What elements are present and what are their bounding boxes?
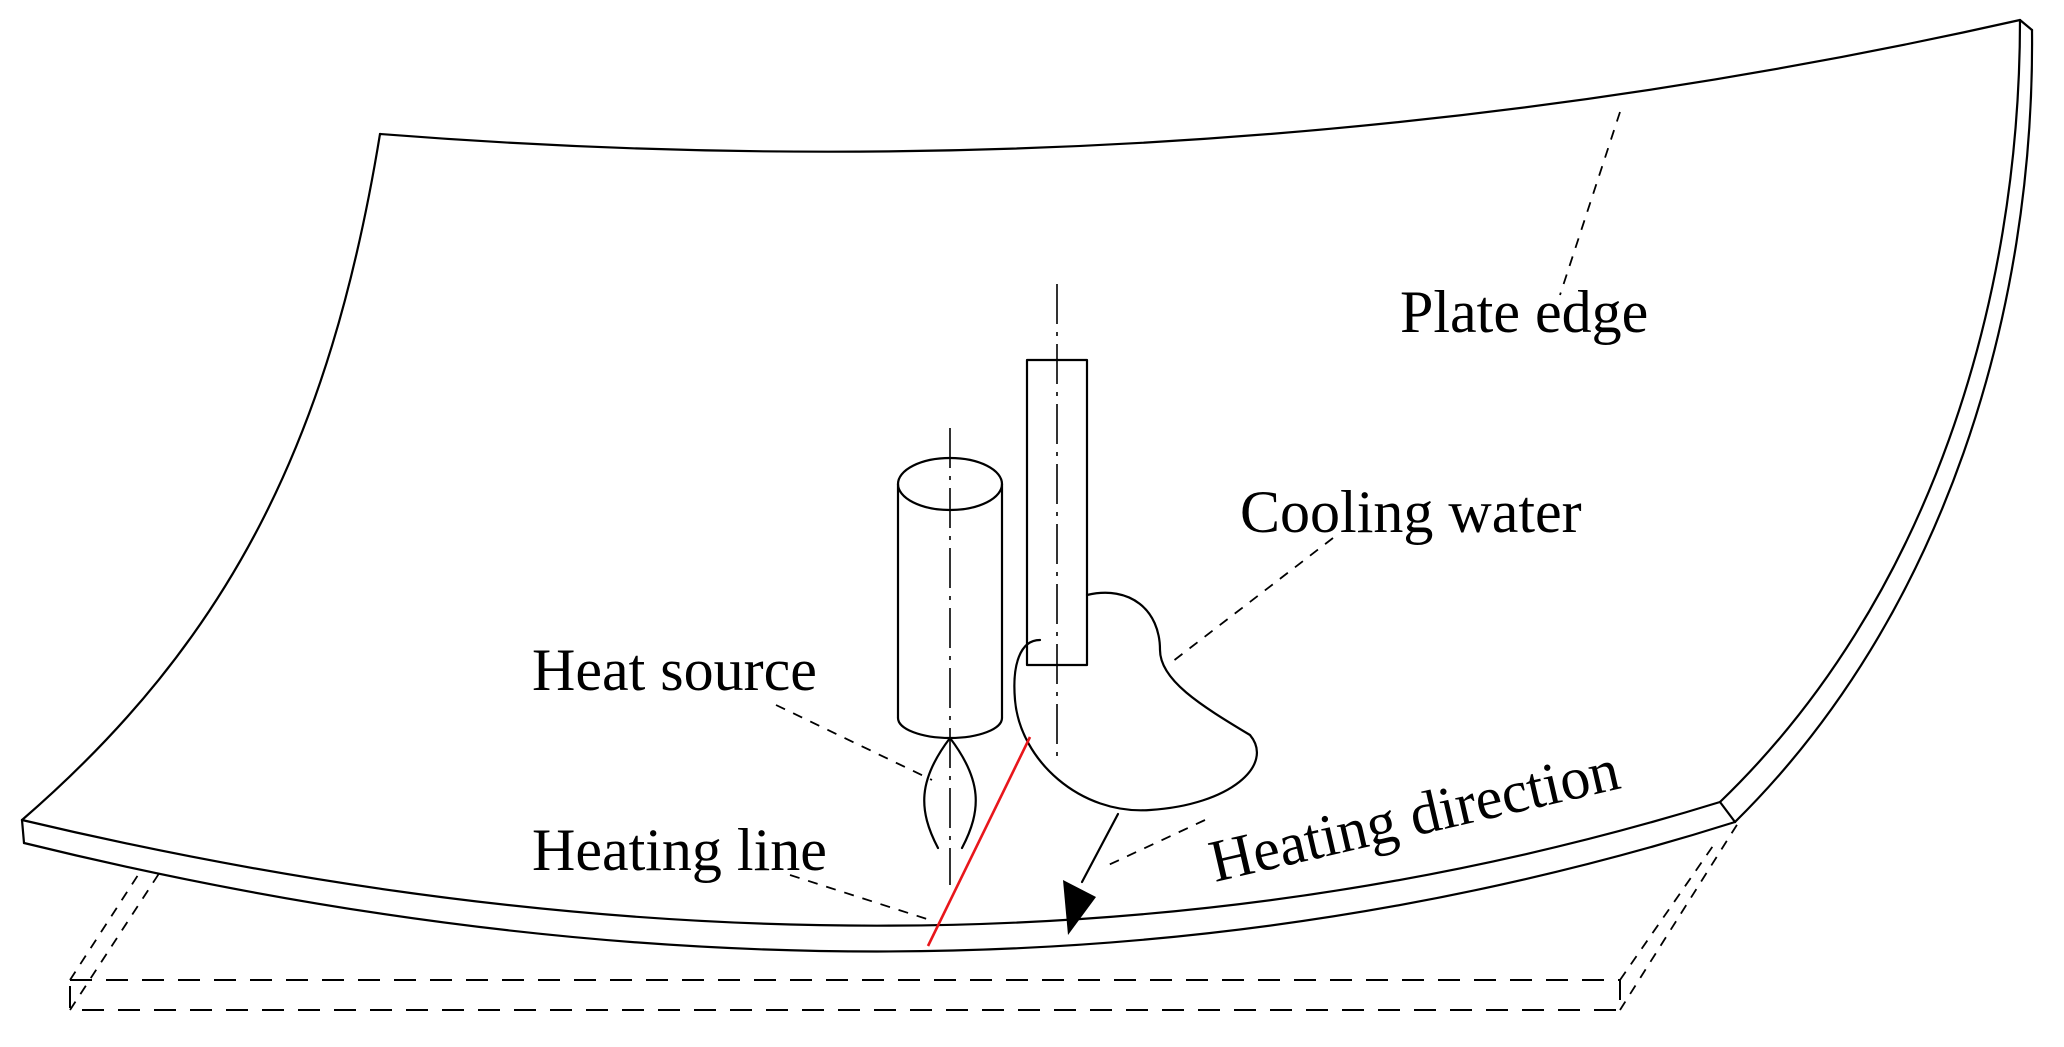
heat-source-torch: [896, 428, 1004, 885]
flat-reference-plate: [69, 819, 1741, 1011]
cooling-water-label: Cooling water: [1240, 479, 1582, 545]
plate-edge-leader: [1559, 111, 1621, 296]
leader-lines: [775, 111, 1621, 921]
water-spray: [1013, 591, 1258, 812]
heating-line-leader: [789, 874, 931, 921]
cooling-water-nozzle: [1013, 284, 1258, 812]
heating-direction-leader: [1101, 819, 1206, 869]
cooling-water-leader: [1167, 537, 1334, 666]
heating-direction-arrow: [1063, 812, 1120, 935]
heating-line: [926, 736, 1032, 947]
heating-line-label: Heating line: [532, 817, 827, 883]
plate-edge-label: Plate edge: [1400, 279, 1648, 345]
curved-plate: [20, 18, 2034, 953]
heat-source-leader: [775, 704, 933, 781]
heat-source-label: Heat source: [532, 637, 817, 703]
